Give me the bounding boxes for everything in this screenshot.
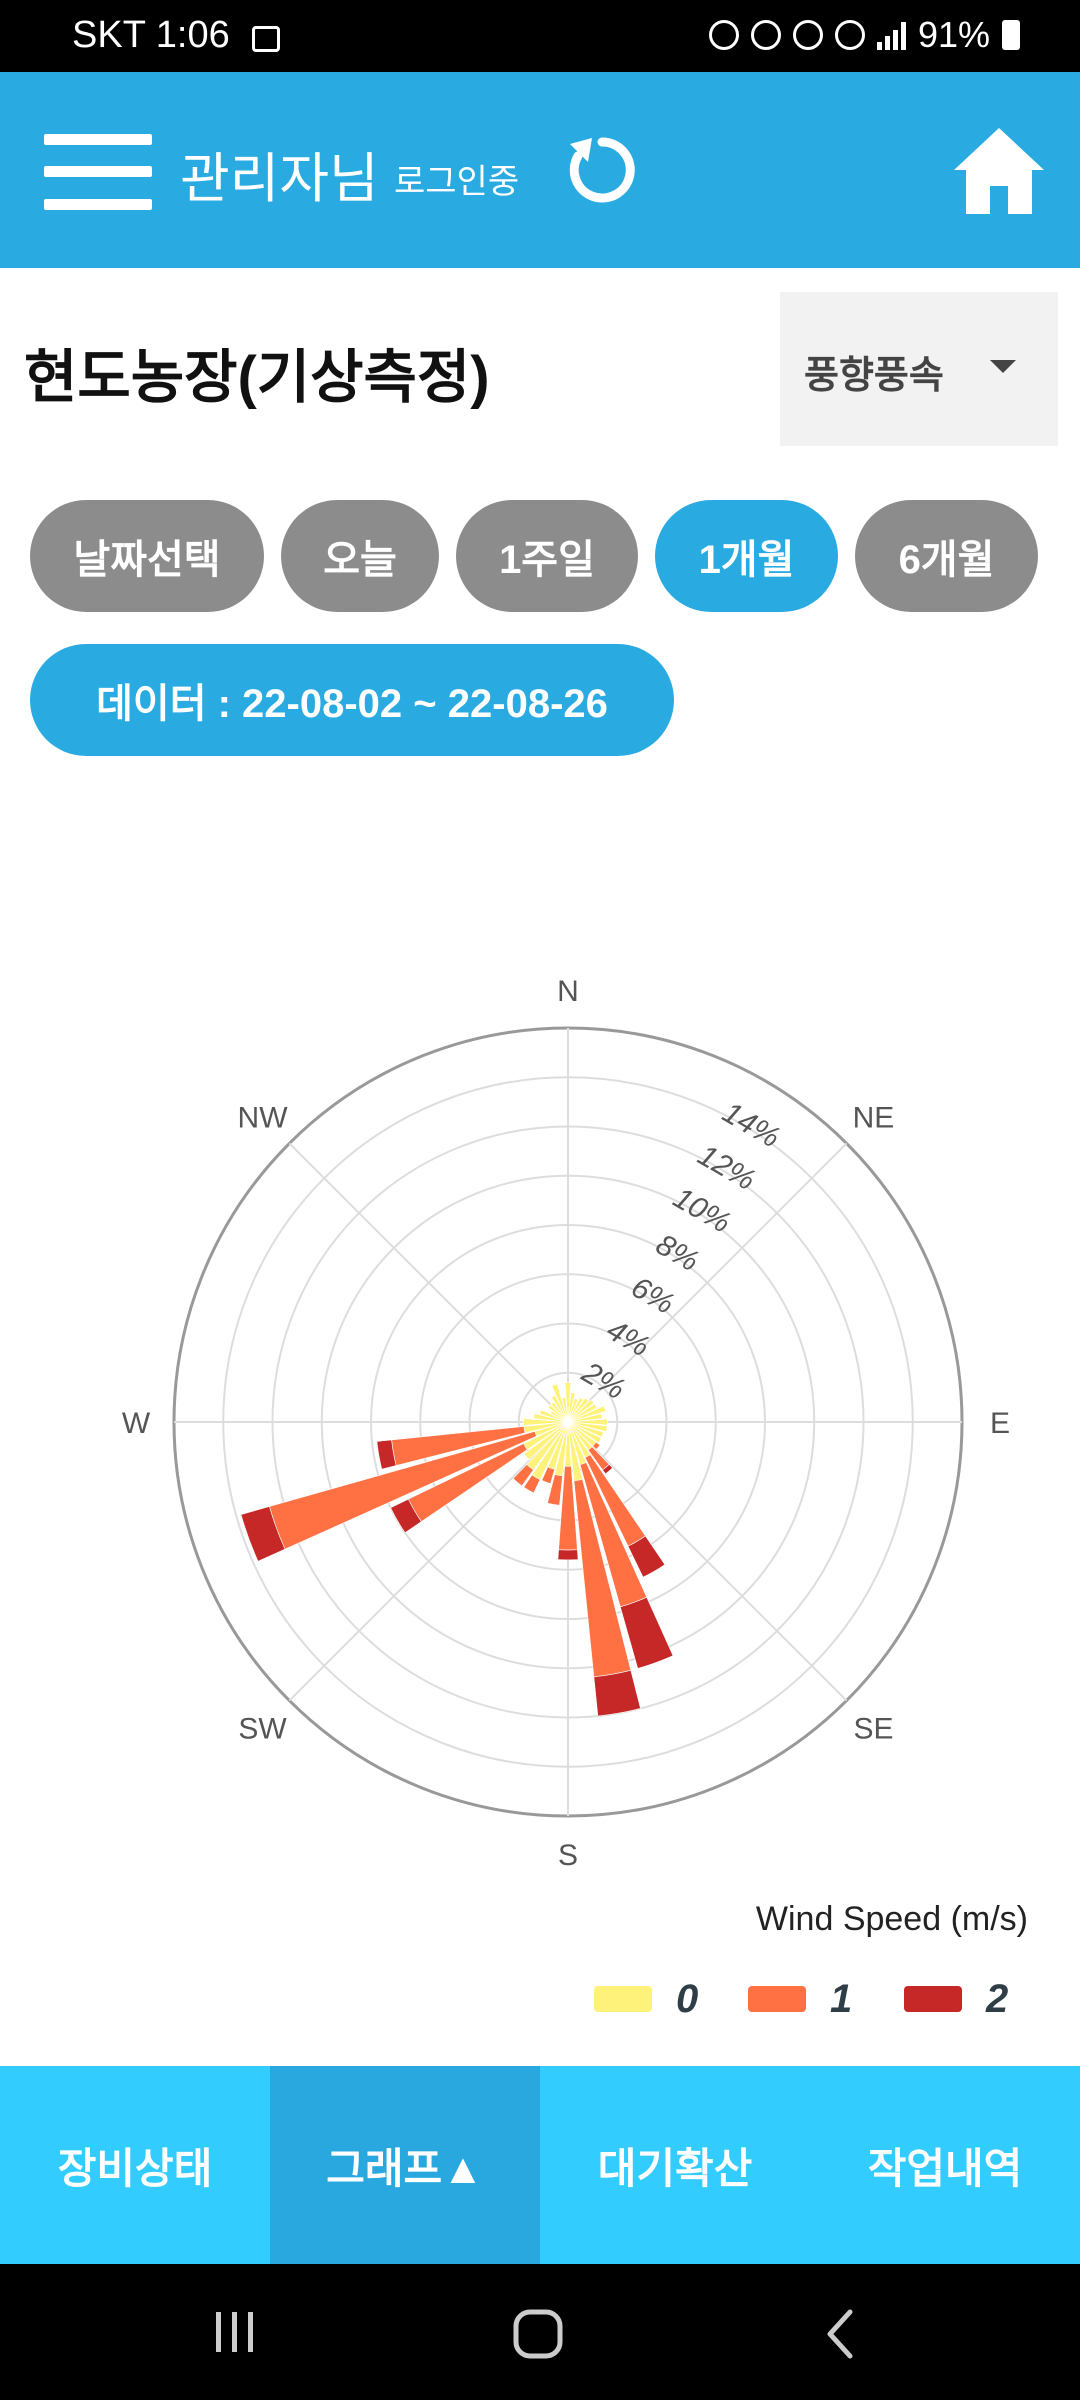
angular-gridline: [288, 1421, 569, 1702]
wind-rose-bar: [523, 1421, 569, 1461]
wind-rose-bar: [567, 1421, 602, 1444]
radial-tick-label: 8%: [650, 1228, 704, 1278]
wind-rose-bar: [551, 1383, 569, 1423]
wind-rose-bar: [550, 1394, 569, 1423]
caret-down-icon: [990, 360, 1016, 373]
wind-rose-bar: [547, 1404, 569, 1423]
back-icon[interactable]: [824, 2308, 858, 2360]
wind-rose-bar: [549, 1410, 569, 1423]
wind-rose-bar: [593, 1669, 641, 1717]
legend-label[interactable]: 0: [676, 1977, 698, 2021]
recent-apps-icon[interactable]: [210, 2310, 260, 2354]
refresh-icon[interactable]: [562, 130, 642, 210]
bottom-nav: 장비상태 그래프▲ 대기확산 작업내역: [0, 2066, 1080, 2264]
mute-icon: [792, 20, 823, 50]
legend-swatch[interactable]: [748, 1986, 806, 2012]
wind-rose-bar: [592, 1441, 601, 1450]
gallery-notification-icon: [252, 26, 280, 52]
wind-rose-bar: [539, 1409, 569, 1423]
data-range-badge: 데이터 : 22-08-02 ~ 22-08-26: [30, 644, 674, 756]
status-time: SKT 1:06: [72, 14, 230, 56]
direction-label: E: [990, 1407, 1010, 1440]
period-button-today[interactable]: 오늘: [281, 500, 439, 612]
period-button-1month[interactable]: 1개월: [655, 500, 838, 612]
legend-title: Wind Speed (m/s): [756, 1900, 1028, 1938]
page-title: 현도농장(기상측정): [24, 345, 490, 410]
wind-rose-bar: [557, 1549, 579, 1561]
legend-label[interactable]: 2: [985, 1977, 1008, 2021]
wind-rose-bar: [567, 1399, 595, 1423]
wind-rose-bar: [567, 1413, 603, 1423]
direction-label: SW: [238, 1712, 287, 1745]
system-nav-bar: [0, 2264, 1080, 2400]
angular-gridline: [567, 1421, 848, 1702]
wind-rose-bar: [390, 1498, 422, 1534]
wind-rose-bar: [567, 1421, 608, 1433]
wind-rose-bar: [512, 1463, 534, 1487]
direction-label: S: [558, 1839, 578, 1872]
angular-gridline: [288, 1142, 569, 1423]
app-header: 관리자님 로그인중: [0, 72, 1080, 268]
angular-gridline: [567, 1142, 848, 1423]
menu-icon[interactable]: [44, 134, 152, 210]
chart-type-dropdown[interactable]: 풍향풍속: [780, 292, 1058, 446]
recycle-icon: [708, 20, 739, 50]
tab-work-history[interactable]: 작업내역: [867, 2144, 1023, 2192]
header-title: 관리자님: [180, 149, 379, 209]
legend-label[interactable]: 1: [830, 1977, 852, 2021]
period-button-1week[interactable]: 1주일: [456, 500, 638, 612]
alarm-icon: [750, 20, 781, 50]
wind-rose-bar: [547, 1474, 563, 1506]
period-button-6months[interactable]: 6개월: [855, 500, 1038, 612]
signal-icon: [876, 20, 906, 50]
dropdown-selected: 풍향풍속: [804, 355, 944, 397]
wind-rose-bar: [567, 1397, 584, 1423]
wind-rose-bar: [567, 1418, 608, 1426]
direction-label: W: [122, 1407, 151, 1440]
legend-swatch[interactable]: [904, 1986, 962, 2012]
wind-rose-bar: [567, 1421, 604, 1438]
status-icons: 91%: [708, 14, 1020, 56]
home-nav-icon[interactable]: [512, 2308, 564, 2360]
wind-rose-bar: [567, 1397, 590, 1423]
wind-rose-bar: [619, 1596, 674, 1669]
battery-icon: [1002, 20, 1020, 50]
wind-rose-bar: [561, 1397, 569, 1423]
wind-rose-bar: [602, 1463, 614, 1475]
tab-air-dispersion[interactable]: 대기확산: [597, 2144, 753, 2192]
wind-rose-bar: [240, 1506, 286, 1562]
direction-label: SE: [853, 1712, 893, 1745]
radial-tick-label: 2%: [575, 1355, 630, 1406]
wind-rose-bar: [567, 1397, 579, 1423]
wind-rose-bar: [550, 1401, 569, 1423]
radial-tick-label: 10%: [668, 1181, 737, 1240]
wind-rose-bar: [533, 1413, 569, 1423]
wind-rose-bar: [541, 1466, 555, 1484]
wind-rose-bar: [564, 1382, 572, 1423]
wind-rose-bar: [627, 1535, 666, 1578]
direction-label: NW: [238, 1102, 289, 1135]
header-subtitle: 로그인중: [394, 163, 520, 201]
home-icon[interactable]: [952, 124, 1046, 218]
wind-rose-bar: [567, 1405, 607, 1423]
period-button-date-select[interactable]: 날짜선택: [30, 500, 264, 612]
direction-label: NE: [853, 1102, 895, 1135]
radial-tick-label: 6%: [626, 1271, 680, 1321]
battery-percent: 91%: [917, 14, 990, 55]
wind-rose-bar: [523, 1474, 541, 1494]
status-bar: SKT 1:06 91%: [0, 0, 1080, 72]
legend-swatch[interactable]: [594, 1986, 652, 2012]
tab-equipment-status[interactable]: 장비상태: [57, 2144, 213, 2192]
wind-rose-bar: [376, 1439, 397, 1470]
tab-graph[interactable]: 그래프▲: [270, 2066, 540, 2264]
wind-rose-bar: [567, 1403, 598, 1423]
wifi-icon: [834, 20, 865, 50]
wind-rose-bar: [523, 1418, 569, 1426]
direction-label: N: [557, 975, 579, 1008]
radial-tick-label: 4%: [601, 1313, 655, 1363]
